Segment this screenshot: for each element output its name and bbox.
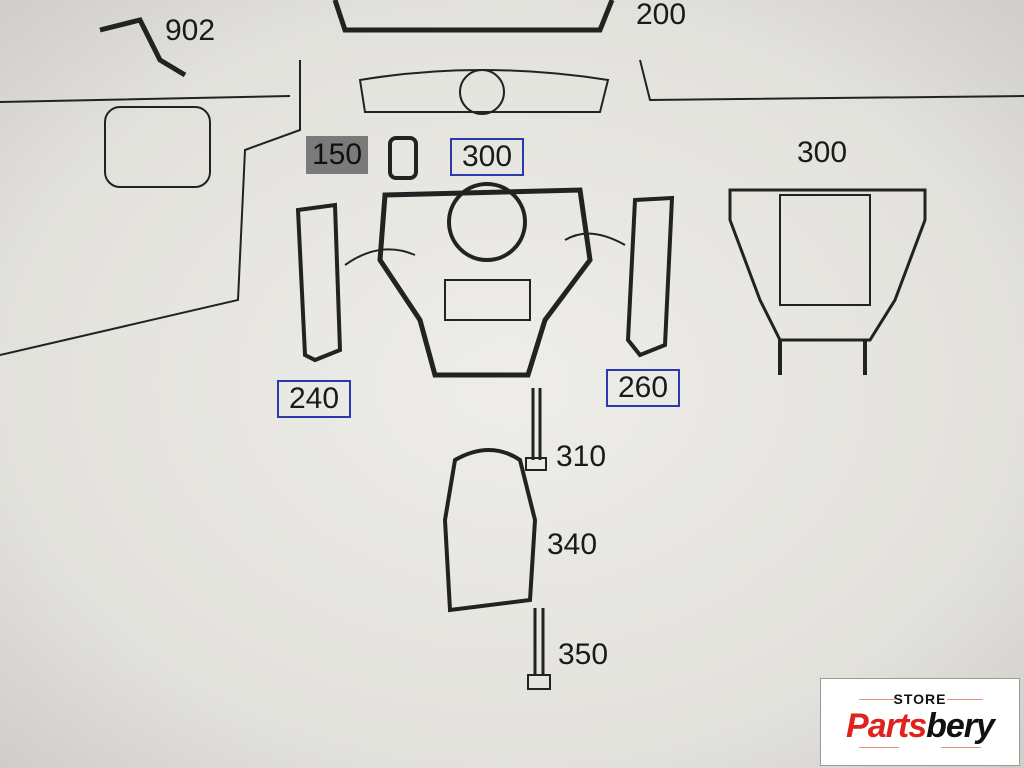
arrow-240: [344, 248, 416, 266]
frame-opening: [779, 194, 871, 306]
dashboard-outline: [0, 60, 301, 356]
label-300[interactable]: 300: [797, 136, 848, 169]
console-buttons: [444, 279, 531, 321]
part-150: [388, 136, 418, 180]
logo-store-text: STORE: [893, 691, 947, 707]
part-240: [295, 202, 343, 363]
part-310-bolt: [531, 388, 542, 460]
part-300-console: [377, 187, 593, 378]
label-310[interactable]: 310: [556, 440, 607, 473]
label-902[interactable]: 902: [165, 14, 216, 47]
label-200[interactable]: 200: [636, 0, 687, 31]
center-vent-knob: [459, 69, 505, 115]
part-902: [99, 17, 187, 78]
part-300-frame: [728, 188, 927, 342]
part-340: [442, 448, 538, 613]
label-350[interactable]: 350: [558, 638, 609, 671]
controller-knob: [447, 182, 527, 262]
partsbery-logo: STORE Partsbery: [820, 678, 1020, 766]
vent-left: [104, 106, 211, 188]
part-260: [625, 195, 675, 358]
bolt-head-350: [527, 674, 551, 690]
bolt-head-310: [525, 457, 547, 471]
label-150[interactable]: 150: [306, 136, 369, 174]
label-300-boxed[interactable]: 300: [450, 138, 525, 176]
frame-legs: [778, 340, 867, 375]
label-260[interactable]: 260: [606, 369, 681, 407]
logo-brand-text: Partsbery: [846, 707, 995, 745]
part-350-bolt: [533, 608, 545, 675]
center-vent: [358, 69, 610, 113]
arrow-260: [564, 232, 626, 246]
part-200: [332, 0, 615, 33]
label-340[interactable]: 340: [547, 528, 598, 561]
label-240[interactable]: 240: [277, 380, 352, 418]
dashboard-outline-right: [639, 59, 1024, 102]
